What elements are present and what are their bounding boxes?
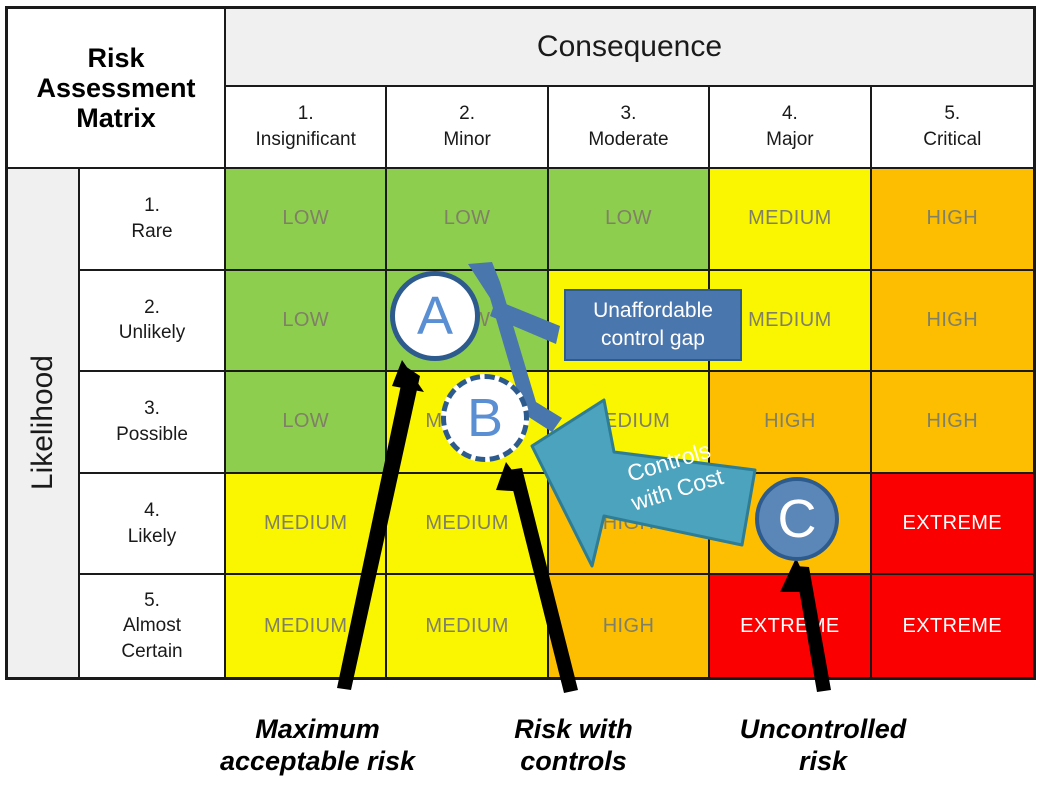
consequence-header-4-name: Major (766, 129, 814, 150)
matrix-cell-r1c5: HIGH (871, 169, 1033, 271)
likelihood-header-5-number: 5. (144, 589, 160, 611)
matrix-cell-r1c2: LOW (387, 169, 549, 271)
likelihood-header-3-number: 3. (144, 398, 160, 420)
page-title-text: Risk Assessment Matrix (36, 42, 196, 134)
callout-unaffordable-control-gap-line2: control gap (601, 327, 705, 350)
callout-unaffordable-control-gap: Unaffordable control gap (564, 289, 742, 361)
consequence-header-2-number: 2. (459, 103, 476, 125)
consequence-header-3-name: Moderate (588, 129, 669, 150)
matrix-cell-r5c4: EXTREME (710, 575, 872, 677)
consequence-header-2-name: Minor (443, 129, 491, 150)
likelihood-header-2: 2. Unlikely (80, 270, 226, 373)
matrix-cell-r5c3: HIGH (548, 575, 711, 677)
caption-maximum-acceptable-risk-line1: Maximum (255, 714, 380, 744)
matrix-cell-r2c5: HIGH (871, 270, 1033, 373)
consequence-header-5-number: 5. (944, 103, 961, 125)
consequence-header-1: 1. Insignificant (226, 87, 388, 169)
consequence-header-4: 4. Major (710, 87, 872, 169)
risk-marker-c-label: C (777, 489, 817, 549)
likelihood-header-4-number: 4. (144, 499, 160, 521)
likelihood-header-3: 3. Possible (80, 372, 226, 474)
risk-assessment-matrix: Risk Assessment Matrix Consequence 1. Ins… (5, 6, 1036, 680)
risk-marker-c[interactable]: C (755, 477, 839, 561)
matrix-cell-r1c1: LOW (226, 169, 388, 271)
matrix-cell-r4c1: MEDIUM (226, 473, 388, 576)
caption-risk-with-controls-line2: controls (520, 746, 627, 777)
consequence-axis-label-text: Consequence (536, 30, 723, 63)
matrix-cell-r5c5: EXTREME (871, 575, 1033, 677)
caption-uncontrolled-risk-line2: risk (798, 746, 848, 777)
caption-maximum-acceptable-risk-line2: acceptable risk (219, 746, 416, 777)
likelihood-header-4: 4. Likely (80, 473, 226, 576)
risk-marker-a[interactable]: A (390, 271, 480, 361)
caption-uncontrolled-risk-line1: Uncontrolled (739, 714, 907, 744)
likelihood-header-5-name-line1: Almost (122, 615, 182, 637)
likelihood-header-2-number: 2. (144, 296, 160, 318)
consequence-axis-label: Consequence (226, 9, 1033, 87)
consequence-header-3: 3. Moderate (548, 87, 711, 169)
likelihood-axis-label-text: Likelihood (26, 355, 59, 491)
likelihood-axis-label: Likelihood (8, 169, 80, 677)
consequence-header-5-name: Critical (923, 129, 982, 150)
consequence-header-4-number: 4. (781, 103, 798, 125)
caption-risk-with-controls: Risk with controls (470, 713, 677, 778)
matrix-cell-r4c5: EXTREME (871, 473, 1033, 576)
callout-unaffordable-control-gap-line1: Unaffordable (593, 298, 713, 322)
page-title: Risk Assessment Matrix (8, 9, 226, 169)
matrix-cell-r5c1: MEDIUM (226, 575, 388, 677)
matrix-cell-r2c1: LOW (226, 270, 388, 373)
matrix-cell-r4c2: MEDIUM (387, 473, 549, 576)
consequence-header-2: 2. Minor (387, 87, 549, 169)
likelihood-header-5-name-line2: Certain (121, 641, 183, 662)
matrix-cell-r3c1: LOW (226, 372, 388, 474)
caption-maximum-acceptable-risk: Maximum acceptable risk (196, 713, 439, 778)
likelihood-header-1: 1. Rare (80, 169, 226, 271)
risk-marker-b[interactable]: B (441, 374, 529, 462)
risk-marker-b-label: B (466, 388, 504, 448)
consequence-header-3-number: 3. (620, 103, 637, 125)
likelihood-header-5: 5. Almost Certain (80, 575, 226, 677)
matrix-cell-r1c3: LOW (548, 169, 711, 271)
likelihood-header-2-name: Unlikely (118, 322, 186, 344)
likelihood-header-1-number: 1. (144, 195, 160, 217)
likelihood-header-1-name: Rare (131, 220, 173, 242)
caption-uncontrolled-risk: Uncontrolled risk (700, 713, 946, 778)
consequence-header-1-number: 1. (297, 103, 314, 125)
risk-marker-a-label: A (416, 286, 454, 346)
consequence-header-5: 5. Critical (871, 87, 1033, 169)
matrix-cell-r1c4: MEDIUM (710, 169, 872, 271)
likelihood-header-3-name: Possible (116, 423, 188, 445)
likelihood-header-4-name: Likely (127, 525, 177, 547)
matrix-cell-r5c2: MEDIUM (387, 575, 549, 677)
caption-risk-with-controls-line1: Risk with (514, 714, 633, 744)
consequence-header-1-name: Insignificant (255, 129, 356, 150)
matrix-cell-r3c5: HIGH (871, 372, 1033, 474)
